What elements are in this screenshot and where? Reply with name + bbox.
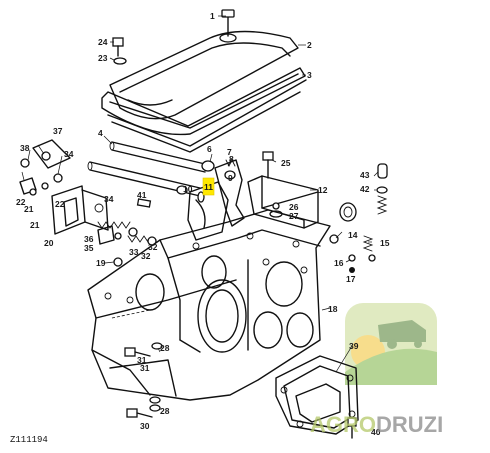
callout-38: 38 — [20, 143, 30, 153]
callout-21: 21 — [24, 204, 34, 214]
callout-3: 3 — [307, 70, 312, 80]
callout-1: 1 — [210, 11, 215, 21]
callout-23: 23 — [98, 53, 108, 63]
callout-33: 33 — [129, 247, 139, 257]
callout-39: 39 — [349, 341, 359, 351]
callout-12: 12 — [318, 185, 328, 195]
watermark-text-part1: AGRO — [310, 412, 376, 437]
callout-21-repeat: 21 — [30, 220, 40, 230]
detent-springs-left — [97, 221, 157, 267]
housing-bolts — [124, 342, 357, 439]
callout-41: 41 — [137, 190, 147, 200]
callout-6: 6 — [207, 144, 212, 154]
callout-43: 43 — [360, 170, 370, 180]
top-cover-assembly — [101, 9, 307, 153]
agrodruzi-watermark-logo — [345, 303, 437, 385]
callout-25: 25 — [281, 158, 291, 168]
left-linkage-assembly — [19, 139, 115, 245]
shift-forks — [176, 158, 245, 241]
callout-15: 15 — [380, 238, 390, 248]
callout-28: 28 — [160, 343, 170, 353]
part-11-highlight — [202, 177, 215, 196]
callout-24: 24 — [98, 37, 108, 47]
callout-40: 40 — [371, 427, 381, 437]
callout-16: 16 — [334, 258, 344, 268]
callout-7: 7 — [227, 147, 232, 157]
detent-springs-right — [329, 163, 388, 273]
callout-11: 11 — [204, 182, 213, 192]
callout-31: 31 — [137, 355, 147, 365]
field-icon — [345, 348, 437, 385]
figure-code: Z111194 — [10, 435, 48, 445]
callout-20: 20 — [44, 238, 54, 248]
callout-26: 26 — [289, 202, 299, 212]
callout-37: 37 — [53, 126, 63, 136]
shift-rails — [87, 141, 206, 208]
callout-34: 34 — [64, 149, 74, 159]
bolt-24-washer-23 — [112, 37, 127, 65]
callout-4: 4 — [98, 128, 103, 138]
callout-10: 10 — [183, 184, 193, 194]
watermark-text-part2: DRUZI — [376, 412, 443, 437]
callout-34-repeat: 34 — [104, 194, 114, 204]
callout-18: 18 — [328, 304, 338, 314]
callout-36: 36 — [84, 234, 94, 244]
callout-32-repeat: 32 — [148, 242, 158, 252]
leader-lines — [21, 15, 379, 373]
callout-17: 17 — [346, 274, 356, 284]
callout-32: 32 — [141, 251, 151, 261]
callout-2: 2 — [307, 40, 312, 50]
watermark-text: AGRODRUZI — [310, 412, 443, 437]
callout-9: 9 — [228, 173, 233, 183]
callout-22-repeat: 22 — [55, 199, 65, 209]
callout-35: 35 — [84, 243, 94, 253]
callout-14: 14 — [348, 230, 358, 240]
callout-28-repeat: 28 — [160, 406, 170, 416]
callout-27: 27 — [289, 211, 299, 221]
transmission-housing — [87, 209, 331, 401]
callout-22: 22 — [16, 197, 26, 207]
callout-30: 30 — [140, 421, 150, 431]
callout-31-repeat: 31 — [140, 363, 150, 373]
callout-19: 19 — [96, 258, 106, 268]
right-bracket-assembly — [247, 151, 357, 229]
callout-42: 42 — [360, 184, 370, 194]
callout-8: 8 — [229, 154, 234, 164]
harvester-icon — [378, 320, 426, 342]
